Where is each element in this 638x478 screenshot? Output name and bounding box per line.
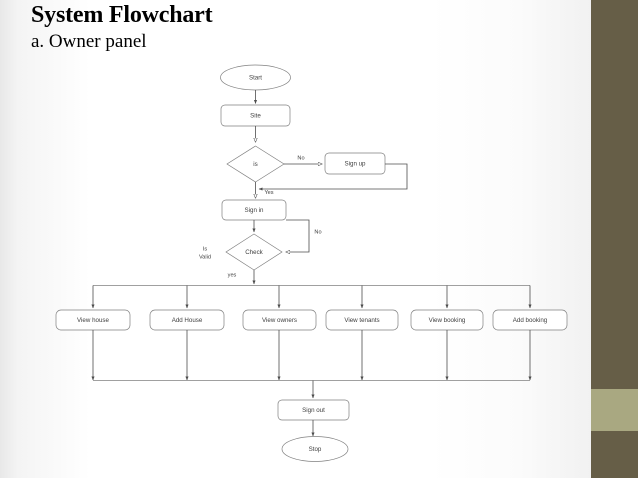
node-view-house-label: View house — [77, 317, 109, 324]
node-add-booking-label: Add booking — [513, 317, 548, 324]
node-view-tenants: View tenants — [325, 309, 399, 331]
sidebar-accent-band — [591, 389, 638, 431]
node-stop: Stop — [281, 436, 349, 462]
node-start: Start — [220, 64, 291, 91]
node-site-label: Site — [250, 113, 261, 120]
edge-label-check-is-valid-line2: Valid — [199, 254, 211, 260]
title-block: System Flowchart a. Owner panel — [31, 2, 551, 53]
page-subtitle: a. Owner panel — [31, 31, 147, 52]
node-view-owners-label: View owners — [262, 317, 297, 324]
node-view-booking-label: View booking — [429, 317, 466, 324]
edge-check-no-loopback — [286, 219, 310, 252]
slide-background — [0, 0, 591, 478]
node-view-owners: View owners — [242, 309, 317, 331]
page-title: System Flowchart — [31, 2, 213, 28]
node-decision-check: Check — [225, 233, 283, 271]
edge-signup-loopback — [258, 163, 408, 191]
edge-label-check-yes: yes — [228, 272, 237, 278]
node-add-booking: Add booking — [492, 309, 568, 331]
edge-label-check-no: No — [314, 229, 321, 235]
node-view-house: View house — [55, 309, 131, 331]
node-start-label: Start — [249, 75, 262, 82]
node-decision-is-label: is — [253, 161, 257, 168]
node-signin-label: Sign in — [245, 207, 264, 214]
edge-label-check-is-valid-line1: Is — [203, 246, 208, 252]
node-signup-label: Sign up — [345, 161, 367, 168]
node-add-house: Add House — [149, 309, 225, 331]
edge-label-is-yes: Yes — [264, 190, 273, 196]
node-add-house-label: Add House — [172, 317, 203, 324]
node-stop-label: Stop — [309, 446, 322, 453]
node-signup: Sign up — [324, 152, 386, 175]
node-decision-check-label: Check — [245, 249, 263, 256]
node-site: Site — [220, 104, 291, 127]
node-view-booking: View booking — [410, 309, 484, 331]
node-decision-is: is — [226, 145, 285, 183]
node-signout: Sign out — [277, 399, 350, 421]
node-view-tenants-label: View tenants — [344, 317, 379, 324]
node-signin: Sign in — [221, 199, 287, 221]
node-signout-label: Sign out — [302, 407, 325, 414]
edge-label-is-no: No — [297, 155, 304, 161]
